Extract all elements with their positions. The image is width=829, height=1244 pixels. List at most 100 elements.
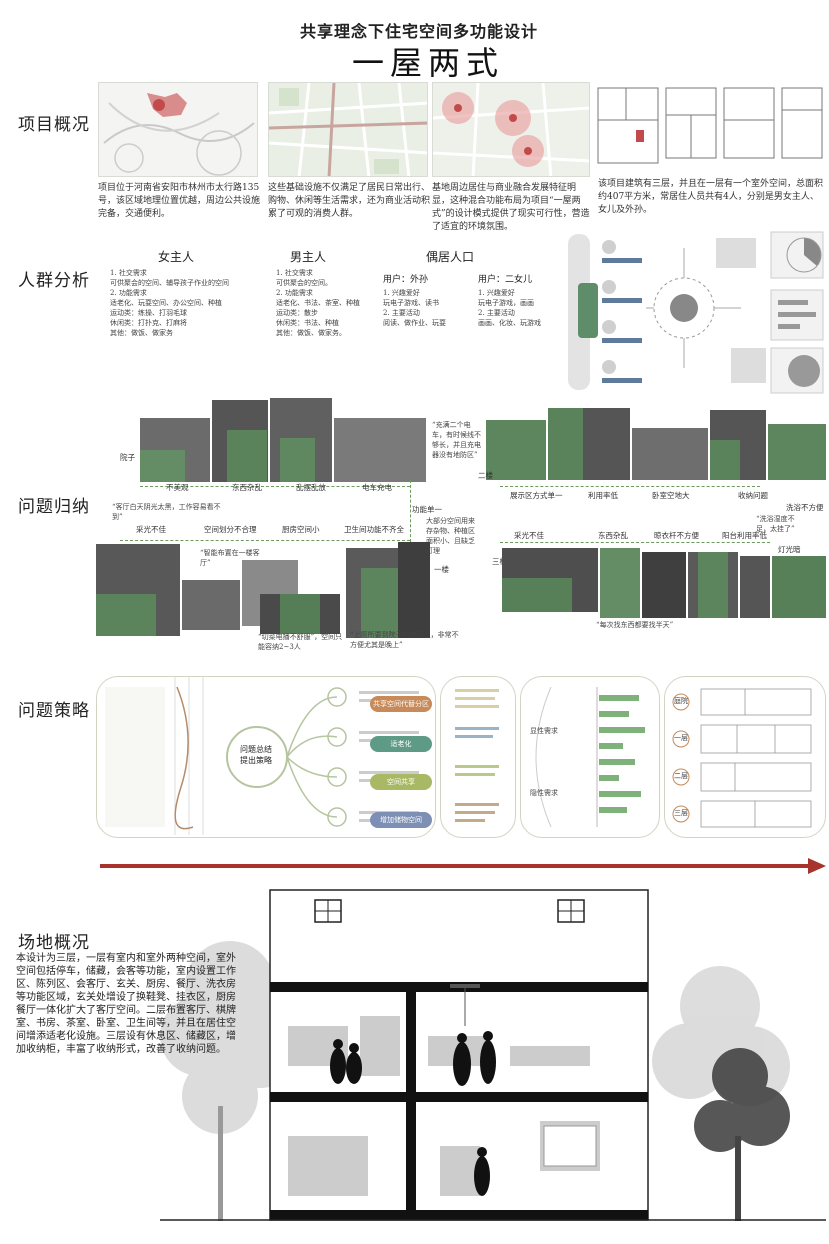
woman-needs: 1. 社交需求 可供聚会的空间、辅导孩子作业的空间 2. 功能需求 适老化、玩耍… [110, 268, 260, 338]
daughter-line: 画画、化妆、玩游戏 [478, 319, 541, 327]
woman-line: 2. 功能需求 [110, 289, 147, 297]
note-smart: “智能布置在一楼客厅” [200, 549, 260, 567]
man-line: 可供聚会的空间。 [276, 279, 332, 287]
floor1-label: 一楼 [434, 565, 449, 574]
floor3-label-5: 灯光暗 [778, 545, 801, 554]
strategy-panel-floors [664, 676, 826, 838]
floor2-photo-5 [768, 424, 826, 480]
floor2-photo-3 [632, 428, 708, 480]
floor3-label-2: 东西杂乱 [598, 531, 628, 540]
strategy-center-label: 问题总结 提出策略 [232, 744, 280, 766]
floor1-photo-1 [96, 544, 180, 636]
top-label-1: 不美观 [166, 483, 189, 492]
floor-tag-yard: 庭院 [674, 697, 688, 705]
floor1-photo-2 [182, 580, 240, 630]
floor-plan-thumbs [672, 688, 812, 828]
floor1-photo-4 [260, 594, 340, 634]
right-label-3: 卧室空地大 [652, 491, 690, 500]
section-strategy-title: 问题策略 [18, 701, 90, 721]
floor-tag-1: 一层 [674, 734, 688, 742]
strategy-pill-3: 空间共享 [370, 774, 432, 790]
location-map-1-graphic [99, 83, 257, 176]
floor-plans [596, 80, 824, 170]
crowd-diagram [566, 228, 826, 396]
overview-text-3: 基地周边居住与商业融合发展特征明显，这种混合功能布局为项目“一屋两式”的设计模式… [432, 183, 590, 232]
woman-line: 1. 社交需求 [110, 269, 147, 277]
top-label-4: 电车充电 [362, 483, 392, 492]
woman-line: 适老化、玩耍空间、办公空间、种植 [110, 299, 222, 307]
needs-bar-chart [535, 686, 645, 828]
section-elevation [160, 886, 826, 1226]
section-overview-title: 项目概况 [18, 115, 90, 135]
note-electric: “充满二个电车，有时候线不够长，并且充电器没有地防区” [432, 421, 481, 459]
floor3-photo-5 [740, 556, 770, 618]
man-title: 男主人 [290, 250, 327, 264]
section-crowd-title: 人群分析 [18, 271, 90, 291]
mid-label-4: 卫生间功能不齐全 [344, 525, 404, 534]
mid-label-2: 空间划分不合理 [204, 525, 257, 534]
yard-label: 院子 [120, 453, 135, 462]
strategy-center-line: 问题总结 [240, 745, 272, 754]
arrow-icon [100, 858, 826, 874]
floor3-label-3: 晾衣杆不方便 [654, 531, 699, 540]
section-problems-title: 问题归纳 [18, 497, 90, 517]
note-yard: 大部分空间用来存杂物、种植区面积小、且缺乏打理 [426, 517, 475, 555]
location-map-3 [432, 82, 590, 177]
section-drawing [160, 889, 826, 1221]
site-description: 本设计为三层，一层有室内和室外两种空间，室外空间包括停车，储藏，会客等功能，室内… [16, 953, 236, 1055]
strategy-pill-4: 增加储物空间 [370, 812, 432, 828]
woman-line: 其他：做饭、做家务 [110, 329, 173, 337]
man-line: 其他：做饭、做家务。 [276, 329, 346, 337]
page-title: 一屋两式 [352, 44, 505, 82]
yard-photo-1 [140, 418, 210, 482]
daughter-title: 用户：二女儿 [478, 275, 533, 285]
floor3-label-4: 阳台利用率低 [722, 531, 767, 540]
location-map-2 [268, 82, 428, 177]
right-label-5: 洗浴不方便 [786, 503, 824, 512]
daughter-line: 玩电子游戏，画画 [478, 299, 534, 307]
section-site-title: 场地概况 [18, 933, 90, 953]
woman-line: 休闲类：打扑克、打麻将 [110, 319, 187, 327]
grandson-needs: 1. 兴趣爱好 玩电子游戏、读书 2. 主要活动 阅读、做作业、玩耍 [383, 288, 473, 328]
man-line: 运动类：散步 [276, 309, 318, 317]
note-clothes: “每次找东西都要找半天” [596, 621, 674, 629]
floor2-dash-line [500, 486, 760, 487]
right-label-1: 展示区方式单一 [510, 491, 563, 500]
strategy-panel-mid [440, 676, 516, 838]
overview-text-2: 这些基础设施不仅满足了居民日常出行、购物、休闲等生活需求，还为商业活动积累了可观… [268, 183, 431, 219]
strategy-pill-2: 适老化 [370, 736, 432, 752]
floor3-photo-3 [642, 552, 686, 618]
needs-implicit: 隐性需求 [530, 789, 558, 797]
strategy-panel-chart [520, 676, 660, 838]
floor1-photo-6 [398, 542, 430, 638]
needs-explicit: 显性需求 [530, 727, 558, 735]
floor2-photo-2 [548, 408, 630, 480]
floor-tag-2: 二层 [674, 772, 688, 780]
right-label-2: 利用率低 [588, 491, 618, 500]
man-line: 2. 功能需求 [276, 289, 313, 297]
daughter-needs: 1. 兴趣爱好 玩电子游戏，画画 2. 主要活动 画画、化妆、玩游戏 [478, 288, 568, 328]
overview-text-4: 该项目建筑有三层，并且在一层有一个室外空间，总面积约407平方米，常居住人员共有… [598, 179, 824, 215]
yard-photo-2 [212, 400, 268, 482]
daughter-line: 2. 主要活动 [478, 309, 515, 317]
floor1-photo-5 [346, 548, 406, 638]
progress-arrow [100, 858, 826, 874]
note-func: 功能单一 [412, 505, 442, 514]
man-line: 1. 社交需求 [276, 269, 313, 277]
location-map-3-graphic [433, 83, 589, 176]
page-subtitle: 共享理念下住宅空间多功能设计 [300, 22, 539, 41]
mid-label-3: 厨房空间小 [282, 525, 320, 534]
location-map-2-graphic [269, 83, 427, 176]
floor3-dash-line [500, 542, 770, 543]
top-label-3: 乱摆乱放 [296, 483, 326, 492]
others-title: 偶居人口 [426, 250, 475, 264]
grandson-title: 用户：外孙 [383, 275, 429, 285]
yard-photo-4 [334, 418, 426, 482]
floor3-photo-6 [772, 556, 826, 618]
note-bath: “洗浴湿度不足，太挂了” [756, 515, 795, 533]
yard-photo-3 [270, 398, 332, 482]
floor1-dash-line [120, 540, 410, 541]
grandson-line: 玩电子游戏、读书 [383, 299, 439, 307]
floor3-photo-4 [688, 552, 738, 618]
location-map-1 [98, 82, 258, 177]
